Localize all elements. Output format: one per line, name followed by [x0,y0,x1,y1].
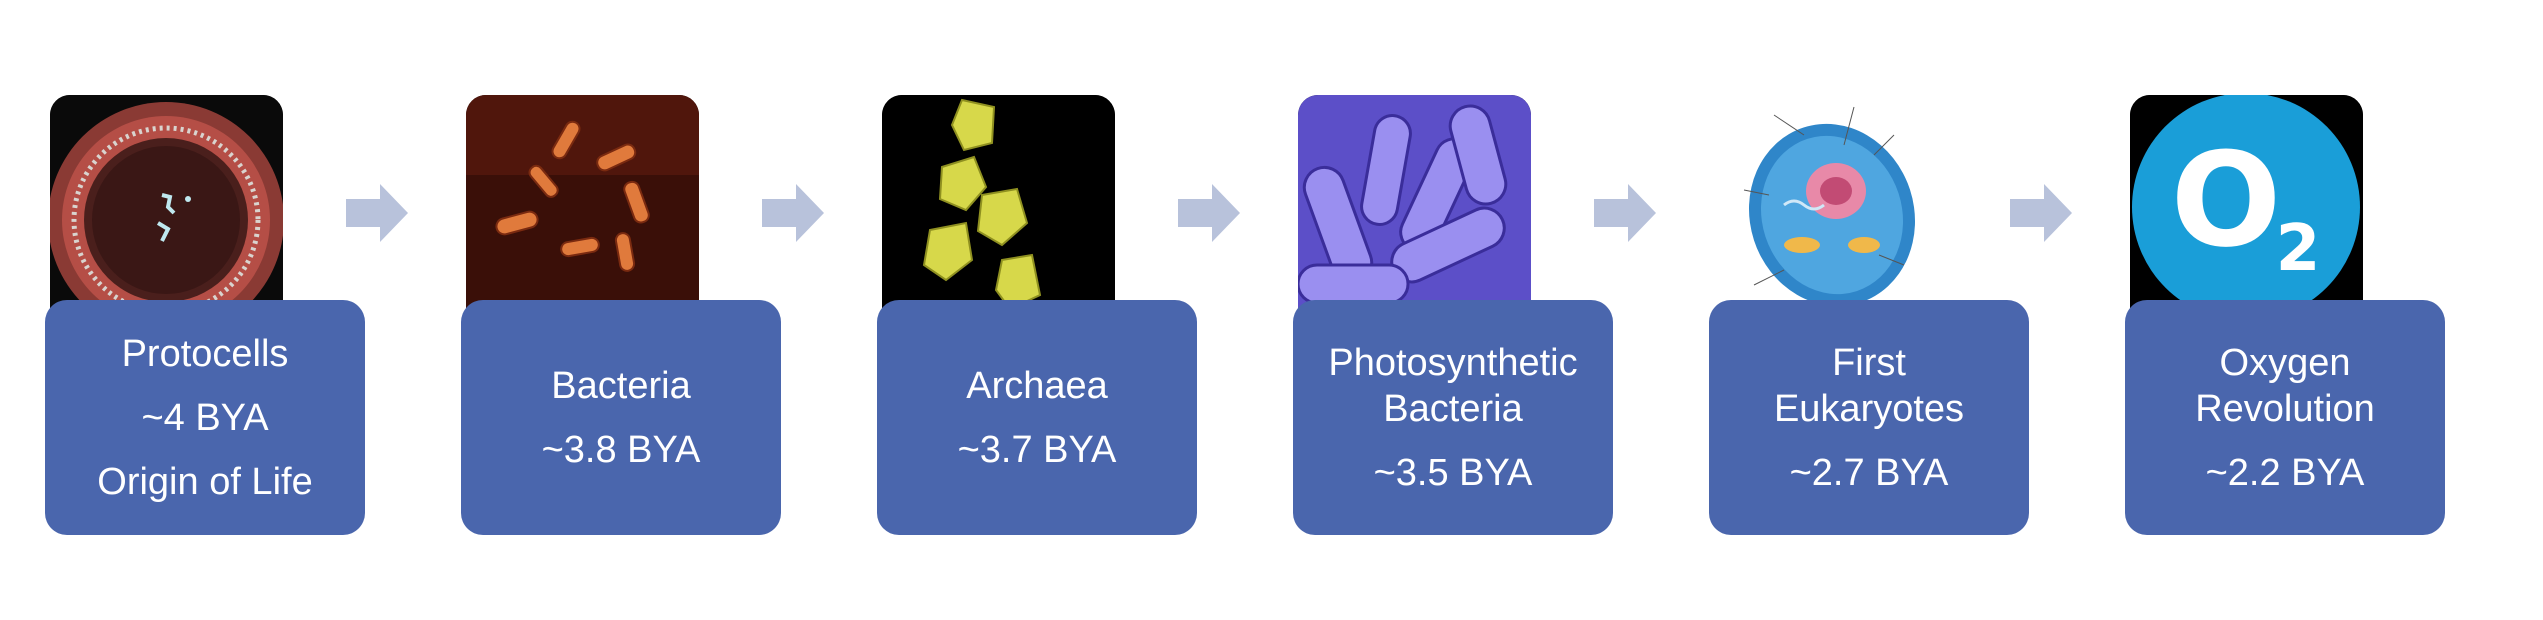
archaea-image [882,95,1115,310]
card-bacteria: Bacteria ~3.8 BYA [461,300,781,535]
step-first-eukaryotes: First Eukaryotes ~2.7 BYA [1709,95,2029,535]
step-archaea: Archaea ~3.7 BYA [877,95,1197,535]
photosynthetic-bacteria-image [1298,95,1531,310]
right-arrow-icon [1594,184,1656,242]
o2-symbol: O [2171,124,2282,276]
step-title-line: Photosynthetic [1328,341,1578,384]
step-age: ~3.5 BYA [1373,451,1533,494]
step-title-line: Bacteria [1383,387,1523,430]
step-title-line: First [1832,341,1906,384]
step-title: Protocells [121,332,289,375]
step-note: Origin of Life [97,460,313,503]
bacteria-image [466,95,699,310]
step-title-line: Eukaryotes [1773,387,1965,430]
right-arrow-icon [346,184,408,242]
step-age: ~2.2 BYA [2205,451,2365,494]
step-age: ~2.7 BYA [1789,451,1949,494]
right-arrow-icon [762,184,824,242]
step-title-line: Oxygen [2219,341,2351,384]
step-oxygen-revolution: O 2 Oxygen Revolution ~2.2 BYA [2125,95,2445,535]
o2-subscript: 2 [2276,212,2321,286]
step-title: Archaea [966,364,1108,407]
step-bacteria: Bacteria ~3.8 BYA [461,95,781,535]
right-arrow-icon [1178,184,1240,242]
card-photosynthetic-bacteria: Photosynthetic Bacteria ~3.5 BYA [1293,300,1613,535]
card-first-eukaryotes: First Eukaryotes ~2.7 BYA [1709,300,2029,535]
card-protocells: Protocells ~4 BYA Origin of Life [45,300,365,535]
step-age: ~4 BYA [141,396,269,439]
step-protocells: Protocells ~4 BYA Origin of Life [45,95,365,535]
step-title-line: Revolution [2195,387,2375,430]
step-title: Bacteria [551,364,691,407]
oxygen-o2-logo-image: O 2 [2130,95,2363,310]
eukaryotic-cell-diagram-image [1714,95,1947,310]
step-age: ~3.7 BYA [957,428,1117,471]
step-photosynthetic-bacteria: Photosynthetic Bacteria ~3.5 BYA [1293,95,1613,535]
card-oxygen-revolution: Oxygen Revolution ~2.2 BYA [2125,300,2445,535]
card-archaea: Archaea ~3.7 BYA [877,300,1197,535]
step-age: ~3.8 BYA [541,428,701,471]
right-arrow-icon [2010,184,2072,242]
protocell-image [50,95,283,310]
